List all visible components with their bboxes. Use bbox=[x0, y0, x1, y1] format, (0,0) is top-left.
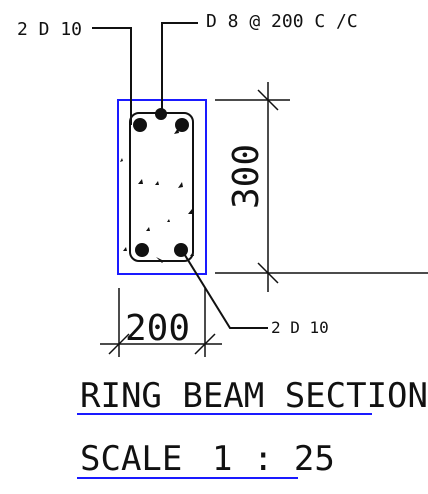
label-stirrup: D 8 @ 200 C /C bbox=[206, 11, 358, 32]
dimension-width bbox=[100, 288, 222, 357]
label-top-left-bars: 2 D 10 bbox=[17, 19, 82, 40]
label-dim-width: 200 bbox=[125, 308, 190, 349]
rebar-top-right bbox=[175, 118, 189, 132]
label-bottom-right-bars: 2 D 10 bbox=[271, 318, 329, 337]
title-scale-label: SCALE bbox=[80, 439, 182, 479]
rebar-top-center bbox=[155, 108, 167, 120]
leader-bottom-right-bars bbox=[182, 251, 268, 329]
leader-stirrup bbox=[161, 22, 198, 110]
label-dim-height: 300 bbox=[226, 144, 267, 209]
concrete-hatch bbox=[120, 128, 194, 263]
title-scale-value: 1 : 25 bbox=[212, 439, 335, 479]
leader-top-left-bars bbox=[92, 27, 132, 125]
dimension-height bbox=[215, 82, 428, 292]
title-main: RING BEAM SECTION bbox=[80, 376, 428, 416]
stirrup bbox=[129, 112, 194, 262]
rebar-top-left bbox=[133, 118, 147, 132]
rebar-bottom-left bbox=[135, 243, 149, 257]
